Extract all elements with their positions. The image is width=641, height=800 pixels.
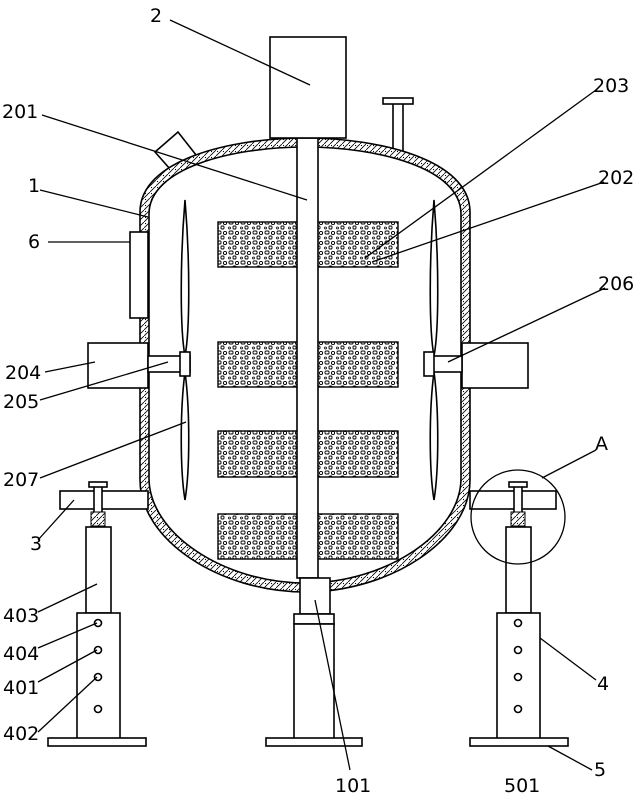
support-plate-right (469, 490, 557, 510)
label-204: 204 (5, 362, 41, 384)
label-a: A (595, 433, 608, 455)
label-205: 205 (3, 391, 39, 413)
label-403: 403 (3, 605, 39, 627)
label-101: 101 (335, 775, 371, 797)
label-501: 501 (504, 775, 540, 797)
leg-right (469, 481, 569, 747)
center-support (265, 577, 363, 747)
leg-left (47, 481, 147, 747)
stirring-shaft (296, 137, 319, 579)
leader-lines (37, 19, 606, 771)
label-203: 203 (593, 75, 629, 97)
label-6: 6 (28, 231, 40, 253)
label-3: 3 (30, 533, 42, 555)
scraper-blades (147, 199, 463, 501)
label-401: 401 (3, 677, 39, 699)
label-402: 402 (3, 723, 39, 745)
label-5: 5 (594, 759, 606, 781)
label-2: 2 (150, 5, 162, 27)
side-motor-right (461, 342, 529, 389)
label-1: 1 (28, 175, 40, 197)
label-404: 404 (3, 643, 39, 665)
label-206: 206 (598, 273, 634, 295)
side-box-6 (129, 231, 149, 319)
label-202: 202 (598, 167, 634, 189)
label-207: 207 (3, 469, 39, 491)
motor (269, 36, 347, 139)
detail-circle-a (470, 469, 566, 565)
support-plate-left (59, 490, 149, 510)
label-4: 4 (597, 673, 609, 695)
label-201: 201 (2, 101, 38, 123)
side-motor-left (87, 342, 149, 389)
